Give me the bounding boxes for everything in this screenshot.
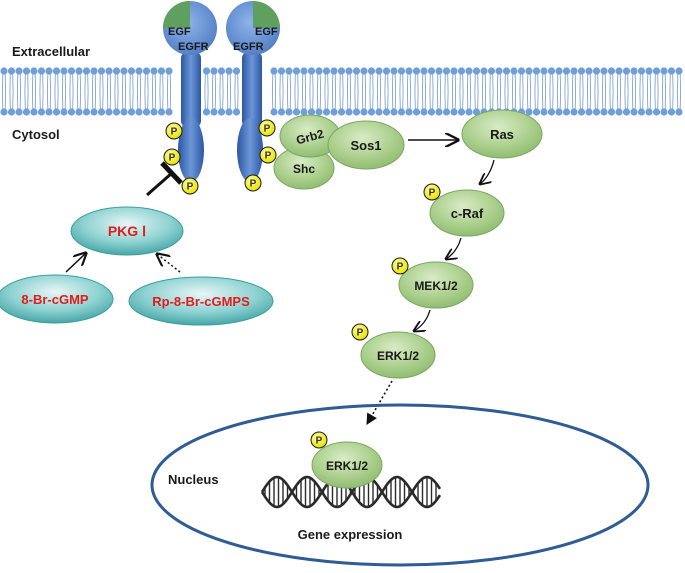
phospho-label: P [169,153,176,164]
mek-node: MEK1/2 [398,261,474,309]
phospho-label: P [265,151,272,162]
egf-ligand-left [163,1,190,28]
egfr-receptor-left [163,1,217,182]
gene-expression-label: Gene expression [298,527,403,542]
phospho-right-3-icon: P [244,174,262,192]
arrow-craf-to-mek [446,237,462,259]
nucleus-membrane [150,403,650,567]
egf-label-left: EGF [168,26,191,38]
phospho-right-2-icon: P [259,146,277,164]
grb2-node: Grb2 [279,114,341,158]
inhibitor-label: Rp-8-Br-cGMPS [152,294,250,309]
phospho-mek-icon: P [391,257,409,275]
craf-label: c-Raf [451,206,484,221]
ras-node: Ras [461,109,543,159]
nuclear-erk-label: ERK1/2 [326,459,368,473]
phospho-left-3-icon: P [181,177,199,195]
phosphate-groups: P P P P P P P P P P [163,119,441,449]
extracellular-label: Extracellular [12,44,90,59]
egfr-label-right: EGFR [233,41,264,53]
cell-membrane [0,67,683,116]
arrow-mek-to-erk [414,309,431,331]
craf-node: c-Raf [429,189,505,237]
activator-label: 8-Br-cGMP [21,292,89,307]
phospho-label: P [429,188,436,199]
phospho-left-1-icon: P [165,122,183,140]
egfr-label-left: EGFR [178,41,209,53]
pkg-label: PKG Ⅰ [108,223,146,239]
phospho-label: P [187,182,194,193]
shc-node: Shc [273,146,335,190]
phospho-craf-icon: P [423,183,441,201]
phospho-label: P [357,328,364,339]
erk-node: ERK1/2 [360,331,436,379]
sos1-node: Sos1 [327,120,405,170]
shc-label: Shc [293,162,315,176]
phospho-label: P [264,124,271,135]
inhibition-symbol [146,161,183,197]
arrow-activator-to-pkg [65,253,86,273]
sos1-label: Sos1 [350,138,381,153]
arrow-erk-to-nucleus [366,380,393,425]
inhibitor-node: Rp-8-Br-cGMPS [128,276,274,326]
activator-node: 8-Br-cGMP [0,274,114,324]
erk-label: ERK1/2 [377,349,419,363]
phospho-label: P [250,179,257,190]
nuclear-erk-node: ERK1/2 [311,441,383,489]
phospho-erk-icon: P [351,323,369,341]
egf-label-right: EGF [255,26,278,38]
phospho-nuclear-erk-icon: P [310,431,328,449]
cytosol-label: Cytosol [12,127,60,142]
phospho-label: P [171,127,178,138]
phospho-label: P [316,436,323,447]
phospho-right-1-icon: P [258,119,276,137]
arrow-inhibitor-to-pkg [157,254,181,273]
egf-ligand-right [253,1,280,28]
arrow-ras-to-craf [480,159,495,184]
phospho-left-2-icon: P [163,148,181,166]
egfr-receptor-right [226,1,280,182]
phospho-label: P [397,262,404,273]
mek-label: MEK1/2 [414,279,458,293]
ras-label: Ras [490,127,514,142]
pkg-node: PKG Ⅰ [70,206,184,256]
nucleus-label: Nucleus [168,472,219,487]
